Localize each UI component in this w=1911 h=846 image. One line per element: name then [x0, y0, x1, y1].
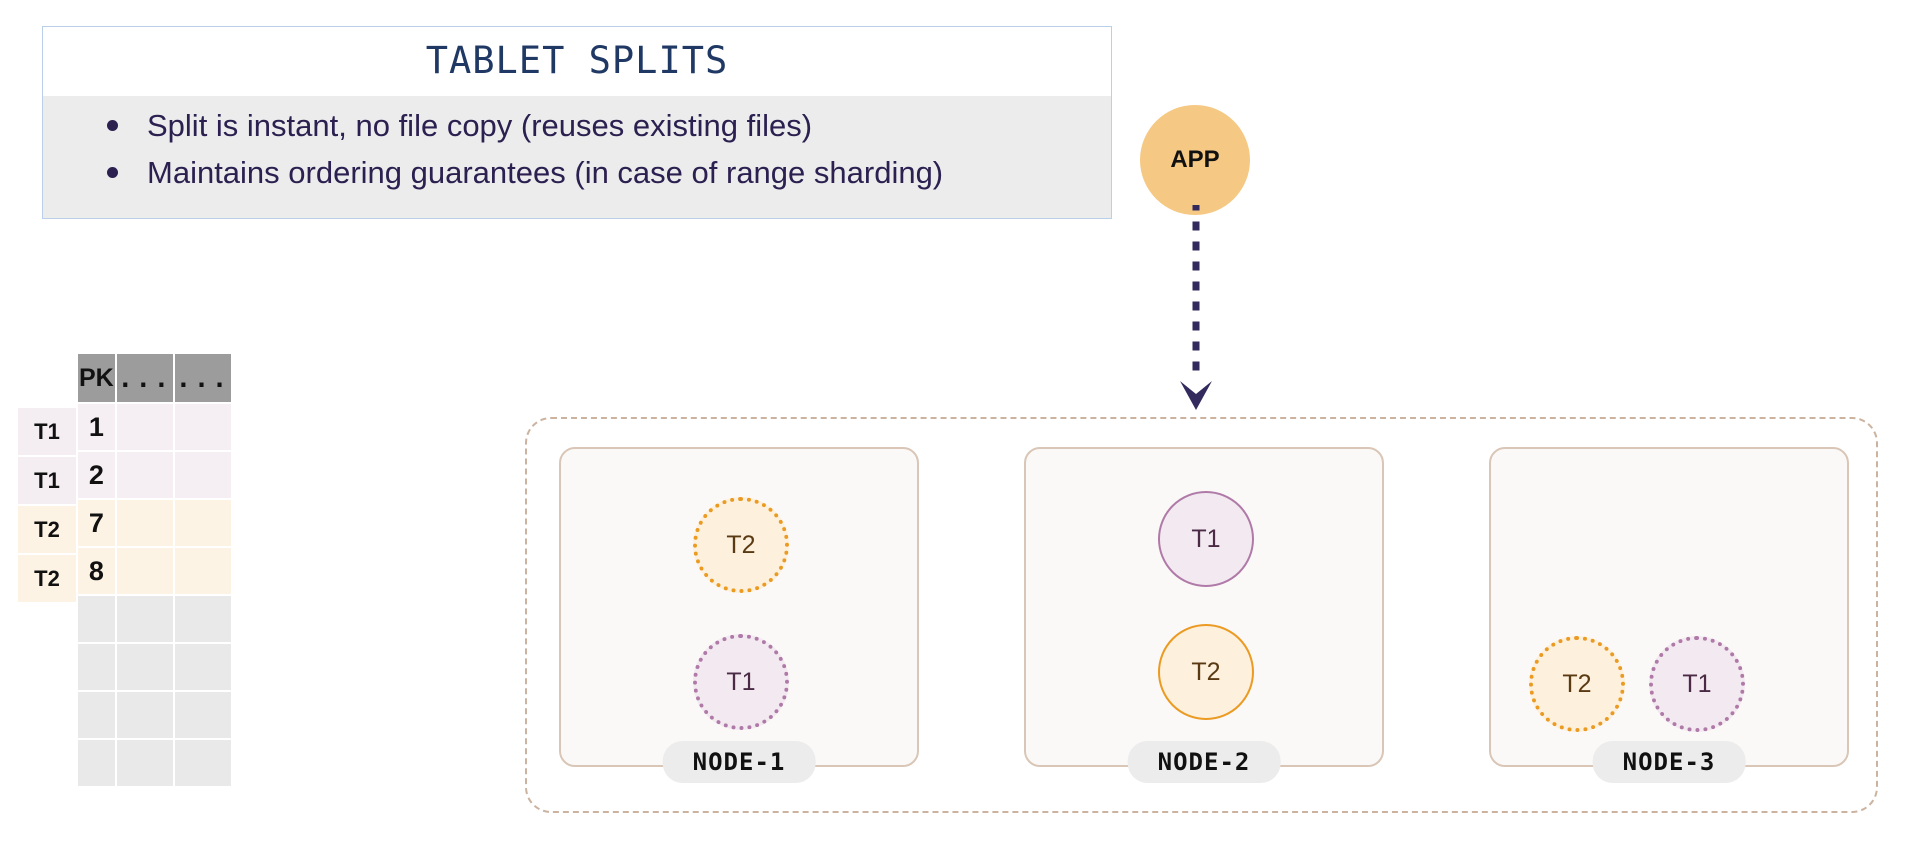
- callout-body: Split is instant, no file copy (reuses e…: [43, 96, 1111, 218]
- tablet-label: T2: [1191, 657, 1221, 686]
- tablet-label: T2: [18, 555, 76, 602]
- bullet-text: Split is instant, no file copy (reuses e…: [147, 108, 813, 143]
- cell-c2: [116, 500, 173, 546]
- cell-empty: [116, 740, 173, 786]
- node-box-1: T2 T1 NODE-1: [559, 447, 919, 783]
- table-row-empty: [78, 596, 232, 642]
- tablet-label: T2: [18, 506, 76, 553]
- tablet-t1: T1: [1649, 636, 1745, 732]
- table-row: 7: [78, 500, 232, 546]
- page-title: TABLET SPLITS: [43, 27, 1111, 96]
- tablet-t2: T2: [1158, 624, 1254, 720]
- tablet-t1: T1: [693, 634, 789, 730]
- bullet-dot-icon: [107, 166, 118, 178]
- node-box-2: T1 T2 NODE-2: [1024, 447, 1384, 783]
- cell-c2: [116, 404, 173, 450]
- bullet-text: Maintains ordering guarantees (in case o…: [147, 154, 944, 190]
- tablet-label: T1: [1682, 669, 1712, 698]
- table-row-empty: [78, 692, 232, 738]
- app-node: APP: [1140, 105, 1250, 215]
- app-to-cluster-arrow-icon: [1180, 205, 1212, 410]
- cell-empty: [174, 644, 232, 690]
- tablet-label: T2: [1562, 669, 1592, 698]
- cell-pk: 8: [78, 548, 115, 594]
- app-label: APP: [1170, 146, 1220, 173]
- table-header-row: PK ... ...: [78, 354, 232, 402]
- cell-empty: [78, 644, 115, 690]
- table-row: 8: [78, 548, 232, 594]
- tablet-t2: T2: [1529, 636, 1625, 732]
- tablet-label-column: T1 T1 T2 T2: [18, 408, 76, 604]
- tablet-t1: T1: [1158, 491, 1254, 587]
- list-item: Maintains ordering guarantees (in case o…: [101, 151, 1077, 196]
- cluster-container: T2 T1 NODE-1 T1 T2 NODE-2 T2 T1 NODE-3: [525, 417, 1878, 813]
- table-row: 1: [78, 404, 232, 450]
- tablet-label: T2: [726, 530, 756, 559]
- tablet-splits-callout: TABLET SPLITS Split is instant, no file …: [42, 26, 1112, 219]
- table-row-empty: [78, 644, 232, 690]
- cell-pk: 2: [78, 452, 115, 498]
- bullet-list: Split is instant, no file copy (reuses e…: [43, 104, 1111, 196]
- pk-table: PK ... ... 1 2 7 8: [76, 352, 233, 788]
- cell-empty: [116, 692, 173, 738]
- cell-pk: 1: [78, 404, 115, 450]
- cell-empty: [78, 692, 115, 738]
- column-header-pk: PK: [78, 354, 115, 402]
- cell-c2: [116, 452, 173, 498]
- cell-empty: [116, 644, 173, 690]
- cell-pk: 7: [78, 500, 115, 546]
- cell-empty: [78, 740, 115, 786]
- column-header-c3: ...: [174, 354, 232, 402]
- node-badge: NODE-2: [1127, 741, 1281, 783]
- tablet-label: T1: [1191, 524, 1221, 553]
- tablet-label: T1: [18, 408, 76, 455]
- node-box-3: T2 T1 NODE-3: [1489, 447, 1849, 783]
- cell-empty: [174, 596, 232, 642]
- table-row-empty: [78, 740, 232, 786]
- node-badge: NODE-3: [1592, 741, 1746, 783]
- cell-c3: [174, 548, 232, 594]
- bullet-dot-icon: [107, 120, 118, 131]
- cell-c3: [174, 500, 232, 546]
- cell-empty: [116, 596, 173, 642]
- cell-empty: [78, 596, 115, 642]
- cell-empty: [174, 692, 232, 738]
- cell-c3: [174, 404, 232, 450]
- tablet-t2: T2: [693, 497, 789, 593]
- column-header-c2: ...: [116, 354, 173, 402]
- table-row: 2: [78, 452, 232, 498]
- tablet-label: T1: [726, 667, 756, 696]
- cell-c2: [116, 548, 173, 594]
- tablet-label: T1: [18, 457, 76, 504]
- cell-c3: [174, 452, 232, 498]
- node-badge: NODE-1: [662, 741, 816, 783]
- list-item: Split is instant, no file copy (reuses e…: [101, 104, 1077, 149]
- cell-empty: [174, 740, 232, 786]
